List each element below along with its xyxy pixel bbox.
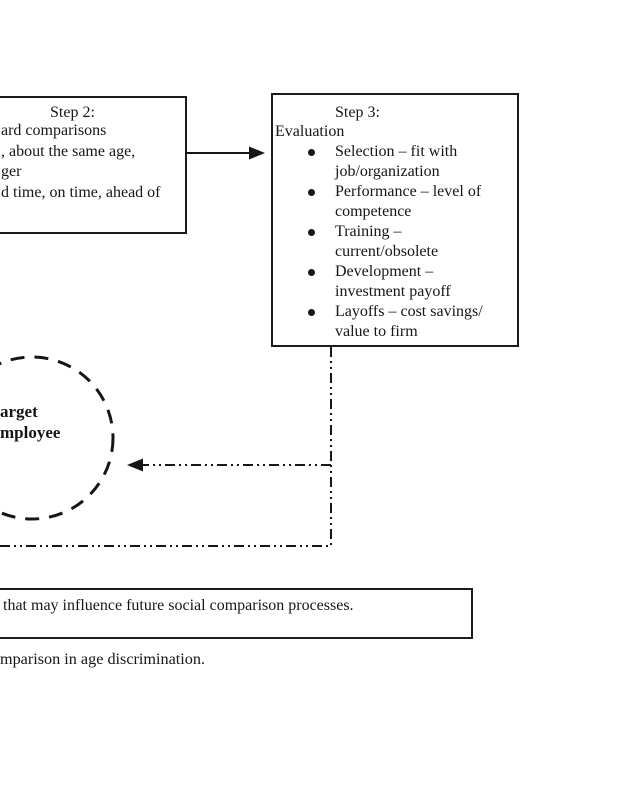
note-box <box>0 588 473 639</box>
bullet-line: competence <box>335 203 412 220</box>
step2-box <box>0 96 187 234</box>
bullet-icon <box>308 189 315 196</box>
dashed-circle-icon <box>0 355 115 521</box>
step2-lines: ard comparisons , about the same age, ge… <box>1 121 161 203</box>
step2-line: d time, on time, ahead of <box>1 183 161 201</box>
figure-caption: mparison in age discrimination. <box>0 650 205 668</box>
bullet-icon <box>308 149 315 156</box>
bullet-line: Development – <box>335 263 434 280</box>
bullet-icon <box>308 269 315 276</box>
bullet-line: investment payoff <box>335 283 451 300</box>
target-employee-label-line1: arget <box>0 402 38 421</box>
arrow-left-icon <box>127 458 143 472</box>
bullet-item-development: Development – investment payoff <box>271 262 519 302</box>
step3-bullet-list: Selection – fit with job/organization Pe… <box>271 142 519 342</box>
step2-heading: Step 2: <box>50 104 95 121</box>
bullet-item-performance: Performance – level of competence <box>271 182 519 222</box>
bullet-line: Training – <box>335 223 402 240</box>
bullet-line: current/obsolete <box>335 243 439 260</box>
step2-line: ard comparisons <box>1 122 107 139</box>
bullet-item-selection: Selection – fit with job/organization <box>271 142 519 182</box>
step2-line: ger <box>1 163 22 180</box>
bullet-item-layoffs: Layoffs – cost savings/ value to firm <box>271 302 519 342</box>
bullet-line: value to firm <box>335 323 418 340</box>
step2-line: , about the same age, <box>1 142 136 160</box>
bullet-icon <box>308 229 315 236</box>
bullet-icon <box>308 309 315 316</box>
bullet-line: Layoffs – cost savings/ <box>335 303 483 320</box>
bullet-line: Performance – level of <box>335 183 482 200</box>
bullet-line: job/organization <box>335 163 440 180</box>
step3-heading: Step 3: <box>335 104 380 121</box>
step3-box <box>271 93 519 347</box>
step3-subheading: Evaluation <box>275 123 345 140</box>
bullet-item-training: Training – current/obsolete <box>271 222 519 262</box>
target-employee-label-line2: mployee <box>0 423 61 442</box>
bullet-line: Selection – fit with <box>335 143 458 160</box>
note-text: that may influence future social compari… <box>3 597 354 614</box>
arrow-right-icon <box>186 146 265 160</box>
feedback-connector <box>0 347 332 547</box>
